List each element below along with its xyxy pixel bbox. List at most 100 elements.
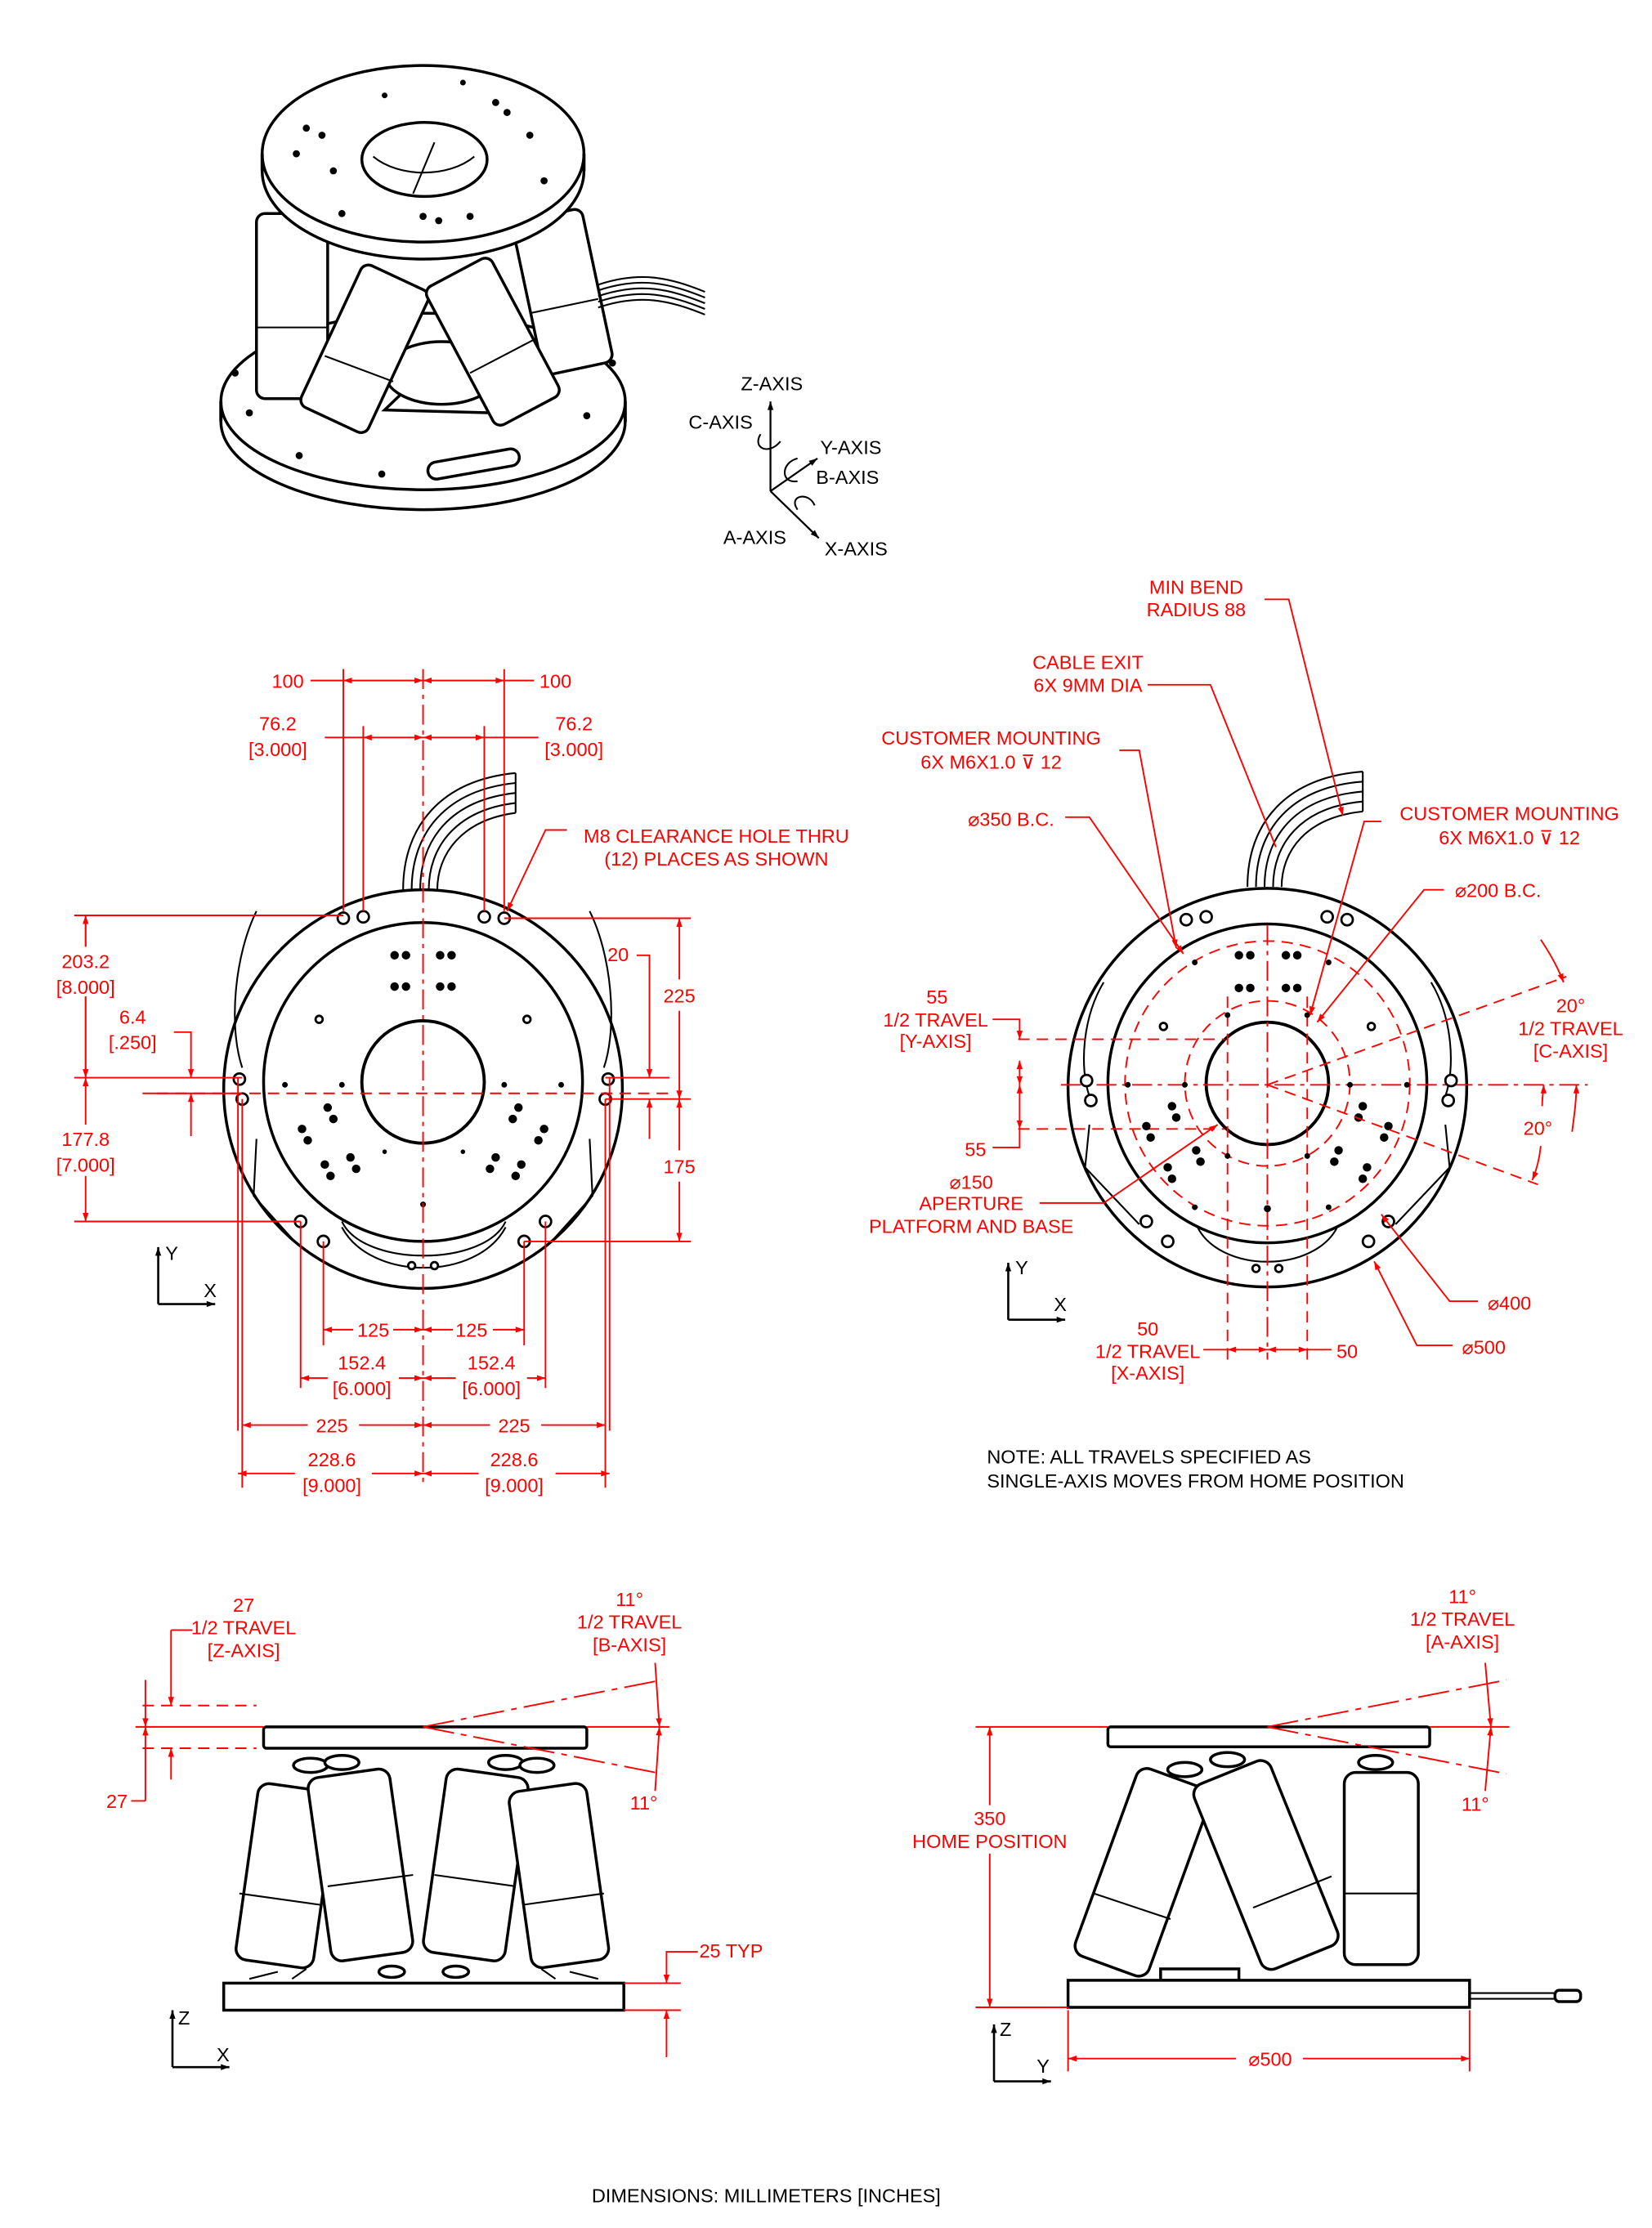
d400-label: ⌀400	[1488, 1293, 1531, 1314]
dimensions-footer: DIMENSIONS: MILLIMETERS [INCHES]	[592, 2185, 941, 2207]
z-travel-line3: [Z-AXIS]	[208, 1640, 280, 1662]
y-travel-line2: 1/2 TRAVEL	[883, 1009, 987, 1031]
bc350-label: ⌀350 B.C.	[968, 808, 1054, 830]
x-travel-line2: 1/2 TRAVEL	[1095, 1341, 1200, 1362]
z-travel-line1: 27	[233, 1595, 254, 1616]
d500-label: ⌀500	[1462, 1337, 1506, 1358]
y-axis-label: Y-AXIS	[821, 437, 882, 459]
dim-125-right: 125	[455, 1320, 487, 1341]
aperture-line1: ⌀150	[949, 1171, 992, 1192]
d500-label: ⌀500	[1248, 2048, 1292, 2069]
dim-225-vertical: 225	[663, 985, 695, 1006]
dim-76-right: 76.2	[555, 714, 593, 735]
dim-152-right: 152.4	[468, 1353, 516, 1374]
typ-25-label: 25 TYP	[699, 1940, 763, 1962]
y-55-label: 55	[965, 1139, 986, 1160]
axis-z-label: Z	[1000, 2019, 1011, 2040]
dim-6-4: 6.4	[119, 1006, 146, 1027]
dim-6-4-in: [.250]	[109, 1032, 157, 1054]
c-travel-line2: 1/2 TRAVEL	[1518, 1018, 1623, 1039]
bc200-label: ⌀200 B.C.	[1455, 879, 1542, 901]
dim-203: 203.2	[61, 951, 110, 972]
cable-exit-line1: CABLE EXIT	[1032, 652, 1144, 673]
top-view-left: 100 100 76.2 [3.000] 76.2 [3.000] M8 CLE…	[56, 669, 849, 1497]
dim-152-right-in: [6.000]	[462, 1378, 521, 1399]
home-line1: 350	[974, 1808, 1005, 1829]
axis-y-label: Y	[165, 1243, 178, 1264]
dim-225-right: 225	[498, 1415, 530, 1436]
min-bend-line2: RADIUS 88	[1147, 599, 1246, 620]
note-line1: NOTE: ALL TRAVELS SPECIFIED AS	[987, 1447, 1311, 1468]
axis-x-label: X	[1054, 1294, 1067, 1315]
dim-177-in: [7.000]	[56, 1155, 115, 1176]
c-20-label: 20°	[1524, 1117, 1553, 1139]
x-axis-label: X-AXIS	[825, 538, 888, 559]
home-line2: HOME POSITION	[912, 1831, 1067, 1852]
dim-228-left-in: [9.000]	[302, 1474, 361, 1496]
dim-152-left-in: [6.000]	[333, 1378, 392, 1399]
a-axis-label: A-AXIS	[723, 526, 786, 548]
axis-triad: Z-AXIS C-AXIS Y-AXIS B-AXIS A-AXIS X-AXI…	[688, 373, 887, 559]
isometric-view	[219, 64, 705, 512]
dim-76-right-in: [3.000]	[544, 739, 603, 760]
axis-y-label: Y	[1036, 2056, 1050, 2077]
actuator-legs	[235, 1753, 611, 1980]
actuator-legs	[255, 208, 614, 435]
b-travel-line1: 11°	[616, 1589, 643, 1610]
a-travel-line2: 1/2 TRAVEL	[1410, 1608, 1515, 1630]
side-view-right: 350 HOME POSITION 11° 1/2 TRAVEL [A-AXIS…	[912, 1586, 1583, 2085]
cable-bundle	[402, 772, 517, 890]
b-travel-line2: 1/2 TRAVEL	[577, 1612, 682, 1633]
m8-note-line2: (12) PLACES AS SHOWN	[604, 848, 828, 870]
a-11-label: 11°	[1462, 1794, 1489, 1815]
axis-x-label: X	[204, 1280, 217, 1301]
side-view-left: 27 1/2 TRAVEL [Z-AXIS] 27 11° 1/2 TRAVEL…	[106, 1589, 763, 2070]
c-travel-line1: 20°	[1556, 995, 1586, 1016]
m8-note-line1: M8 CLEARANCE HOLE THRU	[584, 825, 849, 847]
mount-right-line1: CUSTOMER MOUNTING	[1399, 803, 1619, 824]
c-travel-line3: [C-AXIS]	[1533, 1040, 1608, 1062]
dim-100-left: 100	[271, 670, 303, 691]
x-travel-line3: [X-AXIS]	[1111, 1362, 1184, 1384]
b-11-label: 11°	[630, 1792, 658, 1814]
axis-z-label: Z	[178, 2007, 190, 2029]
x-50-label: 50	[1336, 1341, 1358, 1362]
axis-x-label: X	[217, 2044, 230, 2065]
b-axis-label: B-AXIS	[816, 467, 879, 488]
z-27-label: 27	[106, 1791, 128, 1812]
dim-228-right: 228.6	[490, 1449, 539, 1470]
c-axis-label: C-AXIS	[688, 411, 752, 432]
mounting-holes	[1079, 910, 1458, 1273]
a-travel-line1: 11°	[1448, 1586, 1476, 1607]
mount-left-line2: 6X M6X1.0 ⊽ 12	[920, 752, 1062, 773]
dim-152-left: 152.4	[338, 1353, 386, 1374]
x-travel-line1: 50	[1137, 1318, 1158, 1340]
base-holes	[231, 359, 616, 478]
dim-177: 177.8	[61, 1129, 110, 1150]
aperture-line3: PLATFORM AND BASE	[869, 1215, 1073, 1237]
z-travel-line2: 1/2 TRAVEL	[191, 1617, 296, 1639]
cable-exit-line2: 6X 9MM DIA	[1033, 675, 1143, 696]
dim-203-in: [8.000]	[56, 977, 115, 998]
b-travel-line3: [B-AXIS]	[593, 1635, 666, 1656]
dim-228-right-in: [9.000]	[485, 1474, 544, 1496]
a-travel-line3: [A-AXIS]	[1426, 1631, 1499, 1653]
cable-connectors	[1553, 1989, 1583, 2003]
cable-bundle	[1247, 771, 1364, 888]
note-line2: SINGLE-AXIS MOVES FROM HOME POSITION	[987, 1470, 1404, 1492]
z-axis-label: Z-AXIS	[741, 373, 803, 394]
mount-right-line2: 6X M6X1.0 ⊽ 12	[1439, 827, 1580, 848]
dim-100-right: 100	[539, 670, 571, 691]
dim-225-left: 225	[316, 1415, 347, 1436]
platform-holes	[293, 79, 548, 225]
y-travel-line1: 55	[926, 986, 947, 1008]
dim-228-left: 228.6	[308, 1449, 356, 1470]
axis-y-label: Y	[1015, 1257, 1028, 1278]
dim-20: 20	[607, 944, 629, 965]
min-bend-line1: MIN BEND	[1149, 576, 1243, 597]
dim-76-left-in: [3.000]	[248, 739, 307, 760]
actuator-legs	[1073, 1751, 1420, 1978]
dim-76-left: 76.2	[259, 714, 297, 735]
aperture-line2: APERTURE	[919, 1193, 1023, 1215]
